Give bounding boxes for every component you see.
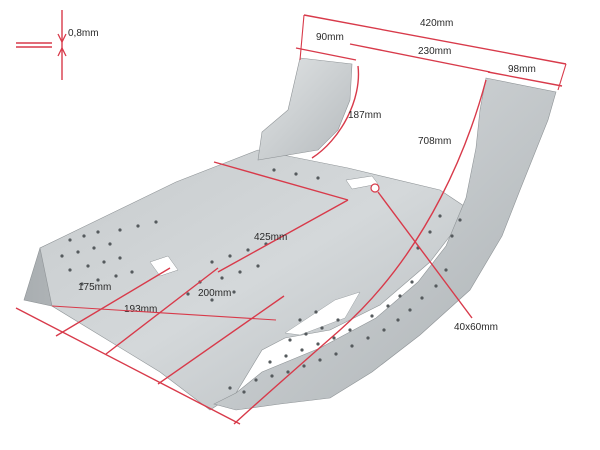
thickness-indicator: 0,8mm xyxy=(16,10,99,80)
dim-front-width-b: 193mm xyxy=(105,267,219,355)
label-200mm: 200mm xyxy=(198,288,231,299)
label-40x60mm: 40x60mm xyxy=(454,322,498,333)
floor-plate xyxy=(39,149,471,411)
label-420mm: 420mm xyxy=(420,18,453,29)
thickness-label: 0,8mm xyxy=(68,28,99,39)
rivet-holes xyxy=(60,168,462,394)
label-187mm: 187mm xyxy=(348,110,381,121)
dim-tab-height: 187mm xyxy=(311,65,381,159)
metal-plate xyxy=(23,57,557,411)
label-708mm: 708mm xyxy=(418,136,451,147)
dim-left-tab-width: 90mm xyxy=(295,32,357,61)
rectangular-slot xyxy=(345,175,379,190)
label-230mm: 230mm xyxy=(418,46,451,57)
dim-side-length: 708mm xyxy=(233,79,487,425)
label-193mm: 193mm xyxy=(124,304,157,315)
right-side-wall xyxy=(213,77,557,411)
dim-right-tab-width: 98mm xyxy=(487,64,563,87)
left-upright-tab xyxy=(257,57,353,161)
label-98mm: 98mm xyxy=(508,64,536,75)
front-cutout xyxy=(284,291,361,336)
front-recess xyxy=(149,255,179,277)
dim-front-width-c: 200mm xyxy=(157,288,285,385)
dim-hole-callout: 40x60mm xyxy=(377,191,498,333)
label-90mm: 90mm xyxy=(316,32,344,43)
hole-40x60 xyxy=(370,183,380,193)
label-175mm: 175mm xyxy=(78,282,111,293)
dim-plate-depth: 425mm xyxy=(213,161,349,273)
label-425mm: 425mm xyxy=(254,232,287,243)
dim-front-width-a: 175mm xyxy=(55,267,171,337)
dim-center-gap: 230mm xyxy=(349,43,491,73)
dim-front-baseline xyxy=(15,305,277,425)
